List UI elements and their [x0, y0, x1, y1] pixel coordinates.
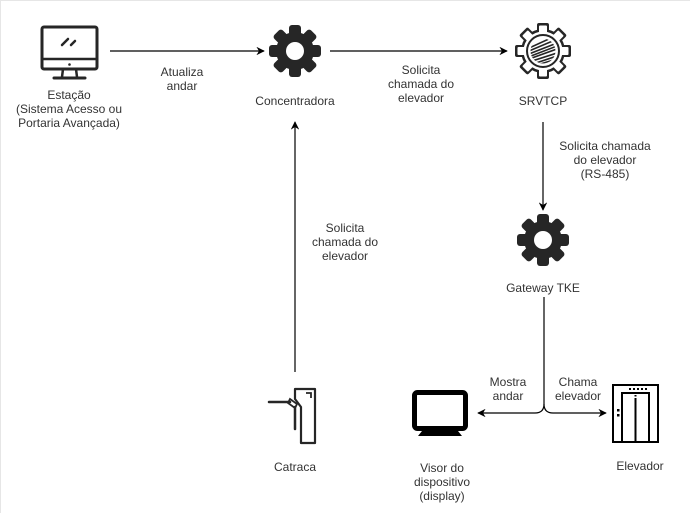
gear-icon[interactable]: [517, 214, 569, 266]
label-line: dispositivo: [413, 475, 471, 489]
label-line: elevador: [554, 389, 602, 403]
turnstile-icon[interactable]: [267, 387, 317, 445]
label-line: andar: [492, 389, 524, 403]
label-line: Solicita chamada: [559, 139, 651, 153]
edge-label-concentradora-srvtcp: Solicita chamada do elevador: [388, 63, 454, 105]
label-line: Mostra: [489, 375, 527, 389]
label-line: elevador: [321, 249, 369, 263]
label-line: (RS-485): [580, 167, 630, 181]
node-label-gateway: Gateway TKE: [506, 281, 580, 295]
edge-label-mostra-andar: Mostra andar: [490, 375, 527, 403]
label-line: Chama: [558, 375, 598, 389]
label-line: Estação: [47, 88, 91, 102]
node-label-catraca: Catraca: [273, 460, 317, 474]
label-line: Solicita: [401, 63, 441, 77]
edge-label-srvtcp-gateway: Solicita chamada do elevador (RS-485): [559, 139, 650, 181]
label-line: elevador: [397, 91, 445, 105]
gear-outline-logo-icon[interactable]: [515, 23, 571, 79]
label-line: Solicita: [325, 221, 365, 235]
node-label-srvtcp: SRVTCP: [518, 94, 568, 108]
node-label-elevador: Elevador: [616, 459, 664, 473]
label-line: (Sistema Acesso ou: [15, 102, 123, 116]
label-line: (display): [419, 489, 465, 503]
label-line: Portaria Avançada): [18, 116, 120, 130]
edge-label-chama-elevador: Chama elevador: [555, 375, 601, 403]
label-line: chamada do: [387, 77, 455, 91]
label-line: Visor do: [420, 461, 464, 475]
edge-gateway-to-elevador[interactable]: [543, 403, 607, 418]
label-line: andar: [166, 79, 198, 93]
desktop-monitor-icon[interactable]: [40, 25, 99, 80]
elevator-icon[interactable]: [612, 384, 659, 443]
node-label-concentradora: Concentradora: [255, 94, 335, 108]
node-label-visor: Visor do dispositivo (display): [414, 461, 470, 503]
edge-label-catraca-concentradora: Solicita chamada do elevador: [312, 221, 378, 263]
label-line: Atualiza: [160, 65, 204, 79]
node-label-estacao: Estação (Sistema Acesso ou Portaria Avan…: [16, 88, 122, 130]
gear-icon[interactable]: [269, 25, 321, 77]
label-line: chamada do: [311, 235, 379, 249]
display-monitor-icon[interactable]: [412, 390, 468, 437]
edge-label-atualiza-andar: Atualiza andar: [161, 65, 204, 93]
label-line: do elevador: [573, 153, 637, 167]
